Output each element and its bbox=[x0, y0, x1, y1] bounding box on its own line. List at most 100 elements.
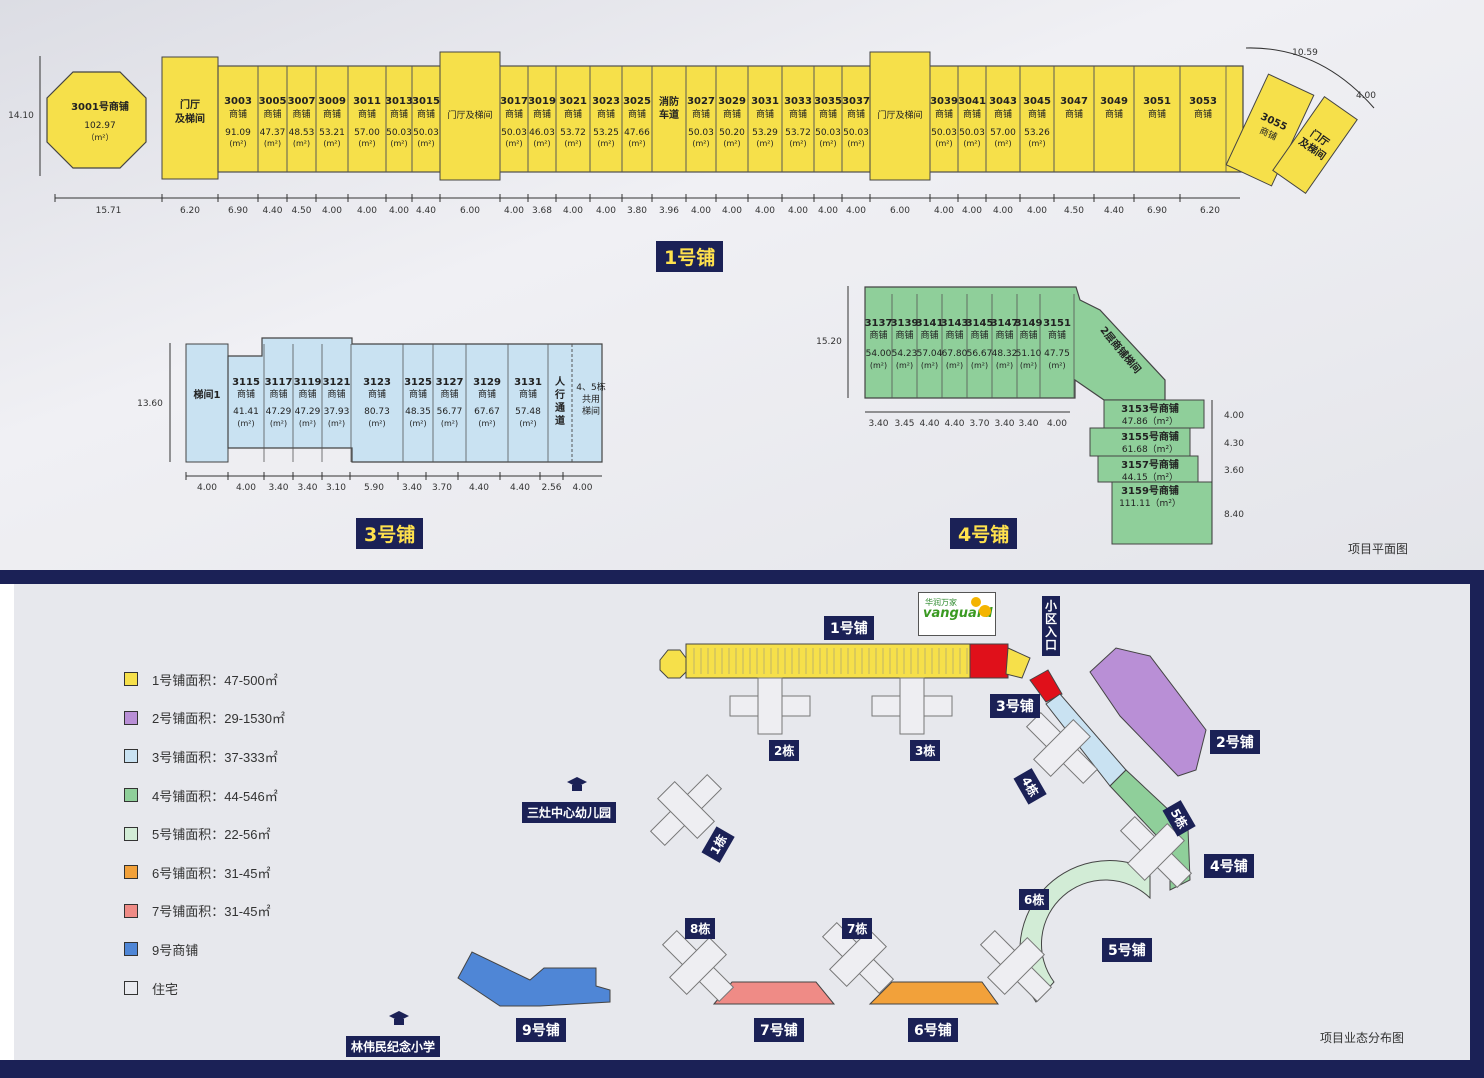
map-shop2-body bbox=[1089, 647, 1207, 777]
building-core bbox=[757, 677, 783, 735]
shop-area: 57.00 bbox=[990, 128, 1016, 138]
shop-word: 商铺 bbox=[409, 388, 427, 400]
school-label: 林伟民纪念小学 bbox=[346, 1036, 441, 1057]
shop-unit: (m²) bbox=[323, 139, 340, 148]
fire-lane-a: 消防 bbox=[659, 95, 679, 108]
shop-word: 商铺 bbox=[869, 329, 887, 341]
shop-area: 54.23 bbox=[892, 349, 918, 359]
shop-id: 3019 bbox=[528, 96, 556, 107]
shop-3001-outline bbox=[46, 71, 147, 169]
shared-stair-b: 共用 bbox=[582, 394, 600, 405]
building-core bbox=[829, 929, 887, 987]
hall-label: 门厅及梯间 bbox=[447, 109, 492, 121]
shop-id: 3115 bbox=[232, 377, 260, 388]
shop-area: 50.03 bbox=[386, 128, 412, 138]
shop-unit: (m²) bbox=[870, 361, 887, 370]
shop-word: 商铺 bbox=[1148, 108, 1166, 120]
legend-item: 住宅 bbox=[124, 969, 285, 1008]
shop-unit: (m²) bbox=[597, 139, 614, 148]
shop-unit: (m²) bbox=[692, 139, 709, 148]
map-residential-building bbox=[871, 677, 953, 735]
shop-area: 53.72 bbox=[560, 128, 586, 138]
shop-word: 商铺 bbox=[358, 108, 376, 120]
side-shop-box bbox=[1111, 481, 1213, 545]
shop-unit: (m²) bbox=[723, 139, 740, 148]
legend-label: 7号铺面积：31-45㎡ bbox=[152, 904, 271, 920]
side-shop-name: 3157号商铺 bbox=[1121, 458, 1179, 471]
walkway-d: 道 bbox=[555, 414, 565, 427]
shop-word: 商铺 bbox=[229, 108, 247, 120]
shop-id: 3031 bbox=[751, 96, 779, 107]
shop-word: 商铺 bbox=[935, 108, 953, 120]
shop-area: 48.35 bbox=[405, 407, 431, 417]
shop-area: 48.53 bbox=[289, 128, 315, 138]
shop-word: 商铺 bbox=[995, 329, 1013, 341]
shop-id: 3149 bbox=[1015, 318, 1043, 329]
side-shop-box bbox=[1089, 427, 1191, 457]
shop-id: 3143 bbox=[941, 318, 969, 329]
legend-swatch bbox=[124, 749, 138, 764]
shop-id: 3139 bbox=[891, 318, 919, 329]
shop-area: 50.03 bbox=[688, 128, 714, 138]
shop-unit: (m²) bbox=[237, 419, 254, 428]
block1-body bbox=[217, 65, 1244, 173]
block1-bottom-dim: 4.00 bbox=[788, 206, 808, 216]
legend-swatch bbox=[124, 865, 138, 880]
block1-bottom-dim: 15.71 bbox=[96, 206, 122, 216]
fire-lane-b: 车道 bbox=[659, 108, 679, 121]
shop-id: 3029 bbox=[718, 96, 746, 107]
shop-id: 3045 bbox=[1023, 96, 1051, 107]
block4-bottom-dim: 4.40 bbox=[919, 419, 939, 429]
block3-bottom-dim: 4.00 bbox=[197, 483, 217, 493]
shop-word: 商铺 bbox=[368, 388, 386, 400]
map-shop1-strip bbox=[685, 643, 973, 679]
shop-unit: (m²) bbox=[896, 361, 913, 370]
shop-unit: (m²) bbox=[564, 139, 581, 148]
shop-id: 3147 bbox=[991, 318, 1019, 329]
kindergarten-icon bbox=[566, 774, 588, 796]
shop-unit: (m²) bbox=[756, 139, 773, 148]
map-residential-building bbox=[649, 773, 723, 847]
shop-word: 商铺 bbox=[819, 108, 837, 120]
block1-bottom-dim: 4.40 bbox=[262, 206, 282, 216]
shop-unit: (m²) bbox=[935, 139, 952, 148]
shop-area: 91.09 bbox=[225, 128, 251, 138]
side-shop-name: 3153号商铺 bbox=[1121, 402, 1179, 415]
block4-bottom-dim: 3.40 bbox=[868, 419, 888, 429]
legend-swatch bbox=[124, 672, 138, 687]
plan-caption: 项目平面图 bbox=[1348, 542, 1409, 556]
shop-unit: (m²) bbox=[368, 419, 385, 428]
block1-bottom-dim: 4.00 bbox=[962, 206, 982, 216]
map-b6-label: 6栋 bbox=[1019, 889, 1050, 910]
shop-word: 商铺 bbox=[628, 108, 646, 120]
shop-area: 50.03 bbox=[815, 128, 841, 138]
map-residential-building bbox=[661, 929, 735, 1003]
shop-id: 3023 bbox=[592, 96, 620, 107]
block1-bottom-dim: 4.00 bbox=[722, 206, 742, 216]
school-icon bbox=[388, 1008, 410, 1030]
shop-id: 3021 bbox=[559, 96, 587, 107]
legend-swatch bbox=[124, 903, 138, 918]
arc-dim-line bbox=[1245, 47, 1375, 109]
shop-word: 商铺 bbox=[1194, 108, 1212, 120]
shop-area: 50.03 bbox=[501, 128, 527, 138]
shop-3001-unit: （m²） bbox=[87, 133, 114, 142]
side-shop-box bbox=[1103, 399, 1205, 429]
shop-3055-box bbox=[1225, 73, 1315, 187]
shop-id: 3127 bbox=[436, 377, 464, 388]
block3-bottom-dim: 4.40 bbox=[469, 483, 489, 493]
legend-item: 3号铺面积：37-333㎡ bbox=[124, 737, 285, 776]
map-shop3-label: 3号铺 bbox=[990, 694, 1040, 718]
block1-bottom-dim: 3.68 bbox=[532, 206, 552, 216]
hall-label-a: 门厅 bbox=[180, 98, 200, 111]
block3-height-dim: 13.60 bbox=[137, 399, 163, 409]
shop-word: 商铺 bbox=[237, 388, 255, 400]
legend-label: 4号铺面积：44-546㎡ bbox=[152, 788, 278, 804]
shop-id: 3035 bbox=[814, 96, 842, 107]
block3-bottom-dim: 3.70 bbox=[432, 483, 452, 493]
block1-cell: 门厅及梯间 bbox=[869, 51, 931, 181]
block3-bottom-dim: 4.40 bbox=[510, 483, 530, 493]
shop-unit: (m²) bbox=[996, 361, 1013, 370]
